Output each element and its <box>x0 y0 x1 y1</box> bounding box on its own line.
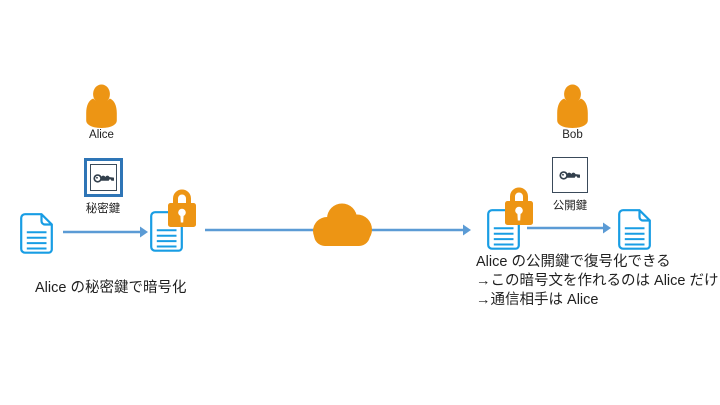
key-frame <box>90 164 117 191</box>
caption-decrypt-line2: →この暗号文を作れるのは Alice だけ <box>476 273 719 289</box>
decrypted-document <box>618 209 651 250</box>
alice-person-icon <box>85 84 118 128</box>
padlock-icon <box>167 186 197 228</box>
plain-document <box>20 213 53 254</box>
person-icon <box>86 84 117 128</box>
caption-decrypt-block: Alice の公開鍵で復号化できる →この暗号文を作れるのは Alice だけ … <box>476 253 719 310</box>
caption-decrypt-line3: →通信相手は Alice <box>476 292 599 308</box>
alice-name-label: Alice <box>89 129 114 141</box>
bob-public-key-box <box>552 157 588 193</box>
caption-decrypt-line1: Alice の公開鍵で復号化できる <box>476 254 671 270</box>
sender-padlock <box>167 186 197 228</box>
document-icon <box>20 213 53 254</box>
bob-name-label: Bob <box>562 129 583 141</box>
key-icon <box>92 173 115 183</box>
arrow-right-icon <box>63 226 148 238</box>
private-key-label: 秘密鍵 <box>85 203 121 215</box>
alice-private-key-box <box>84 158 123 197</box>
person-icon <box>557 84 588 128</box>
public-key-label: 公開鍵 <box>552 200 588 212</box>
key-icon <box>559 171 581 180</box>
network-cloud <box>311 202 373 246</box>
padlock-icon <box>504 184 534 226</box>
flow-arrow-encrypt <box>63 226 148 238</box>
flow-arrow-decrypt <box>527 222 611 234</box>
receiver-padlock <box>504 184 534 226</box>
cloud-icon <box>313 203 372 246</box>
bob-person-icon <box>556 84 589 128</box>
arrow-right-icon <box>527 222 611 234</box>
caption-encrypt: Alice の秘密鍵で暗号化 <box>35 280 187 296</box>
document-icon <box>618 209 651 250</box>
